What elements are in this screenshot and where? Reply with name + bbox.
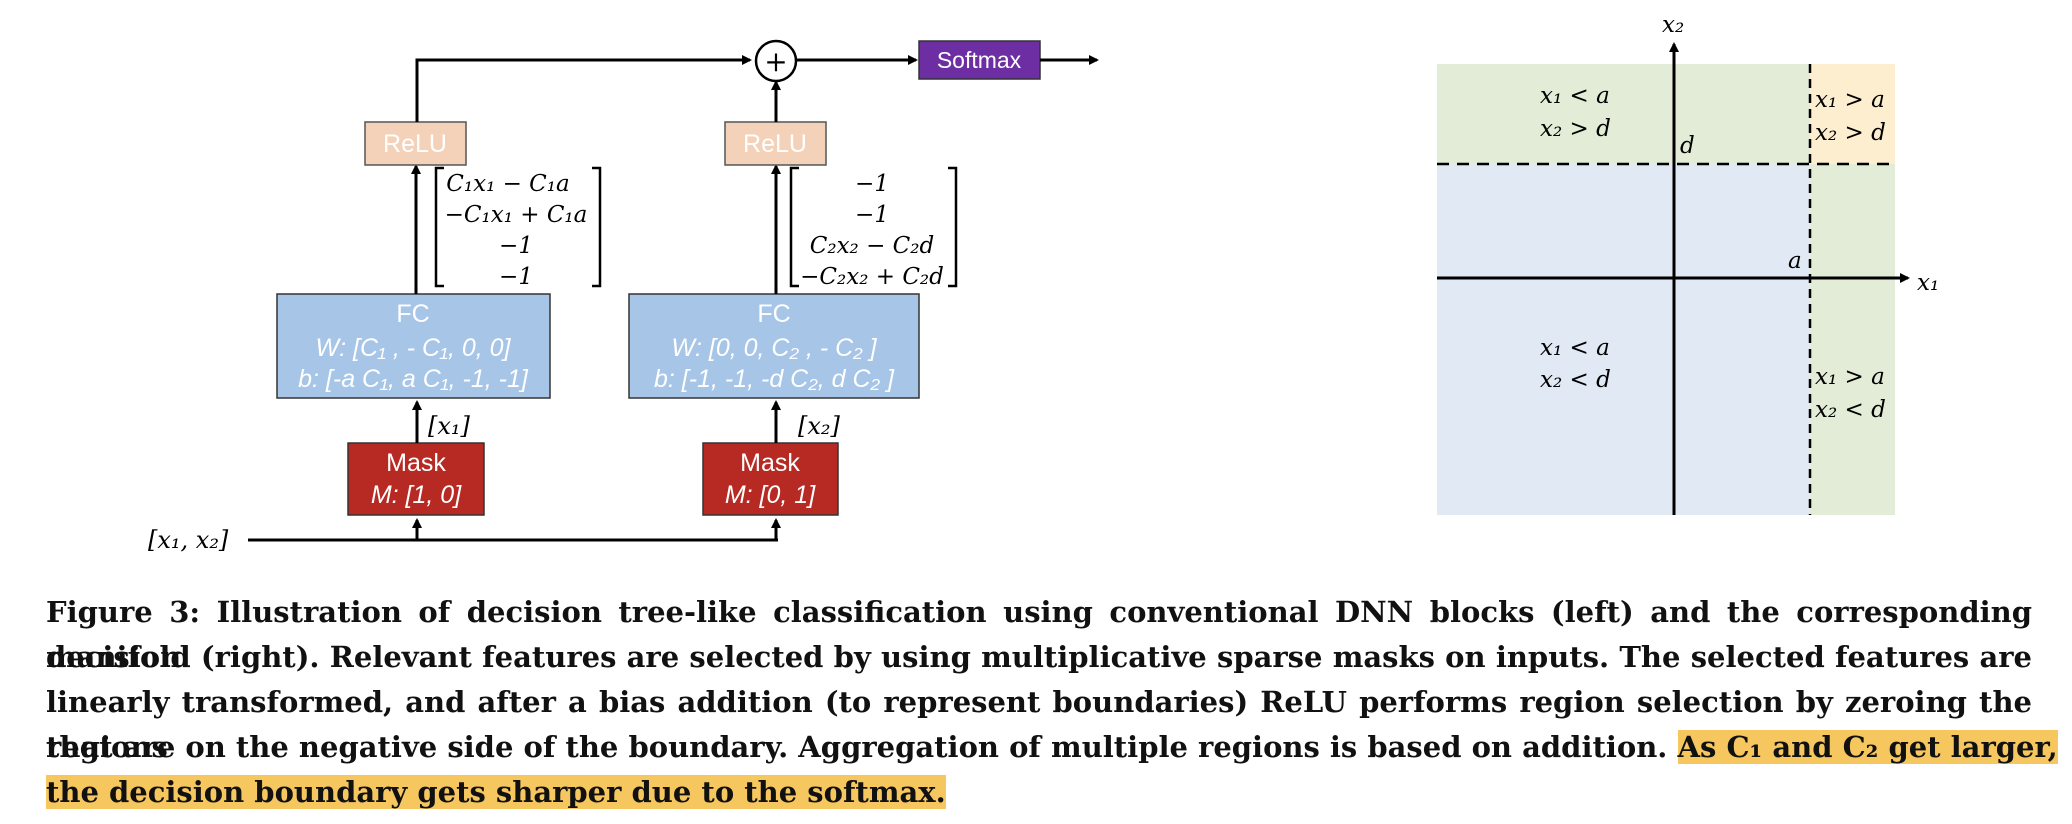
vector-entry-1-1: C₁x₁ − C₁a — [446, 171, 569, 197]
region-bottom-left-line-2: x₂ < d — [1540, 367, 1611, 393]
region-top-left — [1437, 64, 1810, 164]
caption-line-4-text: that are on the negative side of the bou… — [46, 730, 1668, 764]
mask-title-2: Mask — [740, 449, 800, 477]
relu-to-sum-line-1 — [415, 55, 752, 122]
selected-feature-label-2: [x₂] — [798, 412, 841, 440]
vector-bracket-left-2 — [789, 166, 799, 288]
softmax-block — [918, 40, 1041, 80]
fc-bias-2: b: [-1, -1, -d C₂, d C₂ ] — [654, 365, 895, 393]
mask-title-1: Mask — [386, 449, 446, 477]
sum-symbol: + — [764, 45, 787, 78]
mask-block-1 — [347, 442, 485, 516]
caption-line-5: the decision boundary gets sharper due t… — [46, 770, 2032, 815]
vector-entry-2-4: −C₂x₂ + C₂d — [800, 264, 944, 290]
region-bottom-left-line-1: x₁ < a — [1540, 335, 1610, 361]
fc-block-1 — [276, 293, 551, 399]
region-top-right-line-1: x₁ > a — [1815, 87, 1885, 113]
relu-label-1: ReLU — [383, 130, 447, 158]
vector-bracket-right-2 — [948, 166, 958, 288]
x2-axis-label: x₂ — [1662, 12, 1684, 38]
vector-entry-1-3: −1 — [499, 233, 533, 259]
tick-d-label: d — [1680, 133, 1695, 159]
dnn-block-diagram: [x₁, x₂] Mask M: [1, 0] [x₁] FC W: [C₁ ,… — [148, 39, 1099, 554]
vector-entry-2-1: −1 — [855, 171, 889, 197]
caption-line-1: Figure 3: Illustration of decision tree-… — [46, 595, 2032, 674]
region-bottom-right-line-1: x₁ > a — [1815, 364, 1885, 390]
relu-block-2 — [724, 121, 827, 166]
region-top-right — [1810, 64, 1895, 164]
vector-entry-2-2: −1 — [855, 202, 889, 228]
decision-manifold: x₁ x₂ d a x₁ < a x₂ > d x₁ > a x₂ > d x₁… — [1437, 12, 1939, 515]
region-bottom-right — [1810, 164, 1895, 515]
vector-bracket-right-1 — [592, 166, 602, 288]
branch-2: Mask M: [0, 1] [x₂] FC W: [0, 0, C₂ , - … — [628, 80, 958, 516]
fc-block-2 — [628, 293, 920, 399]
vector-bracket-left-1 — [434, 166, 444, 288]
mask-block-2 — [702, 442, 839, 516]
region-top-left-line-2: x₂ > d — [1540, 116, 1611, 142]
figure-3: [x₁, x₂] Mask M: [1, 0] [x₁] FC W: [C₁ ,… — [148, 12, 1939, 554]
vector-entry-1-4: −1 — [499, 264, 533, 290]
softmax-label: Softmax — [937, 47, 1022, 73]
tick-a-label: a — [1788, 248, 1802, 274]
input-label: [x₁, x₂] — [148, 526, 229, 554]
selected-feature-label-1: [x₁] — [428, 412, 471, 440]
branch-1: Mask M: [1, 0] [x₁] FC W: [C₁ , - C₁, 0,… — [276, 55, 752, 516]
mask-value-2: M: [0, 1] — [725, 481, 816, 509]
vector-entry-2-3: C₂x₂ − C₂d — [810, 233, 934, 259]
caption-line-2: manifold (right). Relevant features are … — [46, 640, 2032, 674]
region-top-left-line-1: x₁ < a — [1540, 83, 1610, 109]
region-bottom-left — [1437, 164, 1810, 515]
caption-highlight-2: the decision boundary gets sharper due t… — [46, 775, 946, 809]
relu-label-2: ReLU — [743, 130, 807, 158]
caption-line-4: that are on the negative side of the bou… — [46, 725, 2058, 770]
fc-title-2: FC — [757, 300, 790, 328]
caption-line-3: linearly transformed, and after a bias a… — [46, 685, 2032, 764]
region-bottom-right-line-2: x₂ < d — [1815, 397, 1886, 423]
fc-weights-1: W: [C₁ , - C₁, 0, 0] — [316, 334, 512, 362]
fc-weights-2: W: [0, 0, C₂ , - C₂ ] — [671, 334, 877, 362]
fc-bias-1: b: [-a C₁, a C₁, -1, -1] — [298, 365, 529, 393]
mask-value-1: M: [1, 0] — [371, 481, 462, 509]
region-top-right-line-2: x₂ > d — [1815, 120, 1886, 146]
caption-highlight-1: As C₁ and C₂ get larger, — [1677, 730, 2058, 764]
x1-axis-label: x₁ — [1917, 270, 1939, 296]
vector-entry-1-2: −C₁x₁ + C₁a — [445, 202, 588, 228]
figure-caption: Figure 3: Illustration of decision tree-… — [46, 590, 2058, 815]
fc-title-1: FC — [396, 300, 429, 328]
